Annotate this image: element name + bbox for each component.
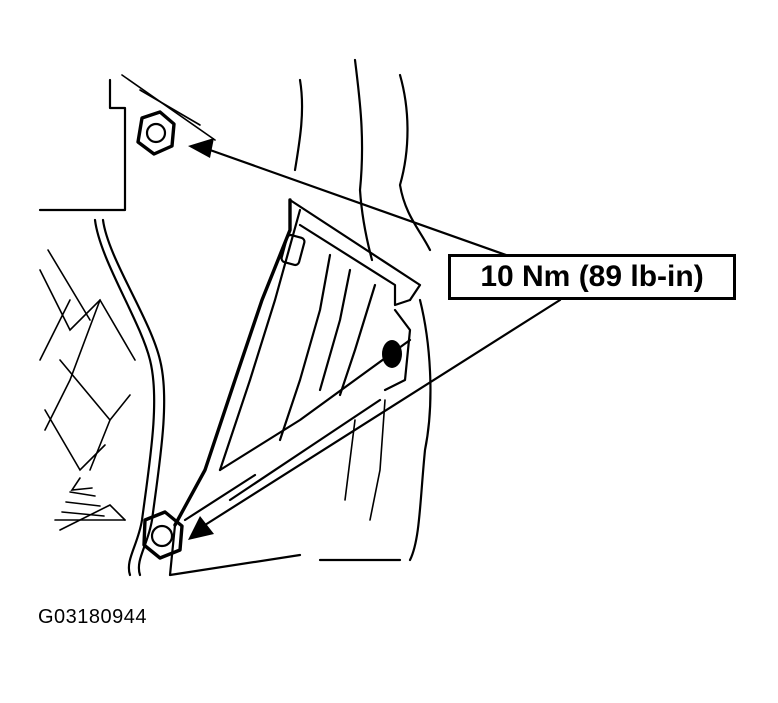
mounting-bracket [168,198,422,577]
side-nut [382,340,402,368]
bracket-slot [280,233,306,267]
housing-outline [38,74,216,212]
right-panel-outline [293,58,432,562]
ribbed-boss [61,477,105,517]
callout-arrows [188,138,562,540]
arrowhead-lower [188,516,214,540]
arrowhead-upper [188,138,214,158]
tube-line [93,218,166,577]
torque-spec-label: 10 Nm (89 lb-in) [448,254,736,300]
upper-bolt [136,110,176,156]
figure-id: G03180944 [38,606,148,628]
lower-bolt [142,510,184,560]
engine-block-hatching [39,249,136,531]
